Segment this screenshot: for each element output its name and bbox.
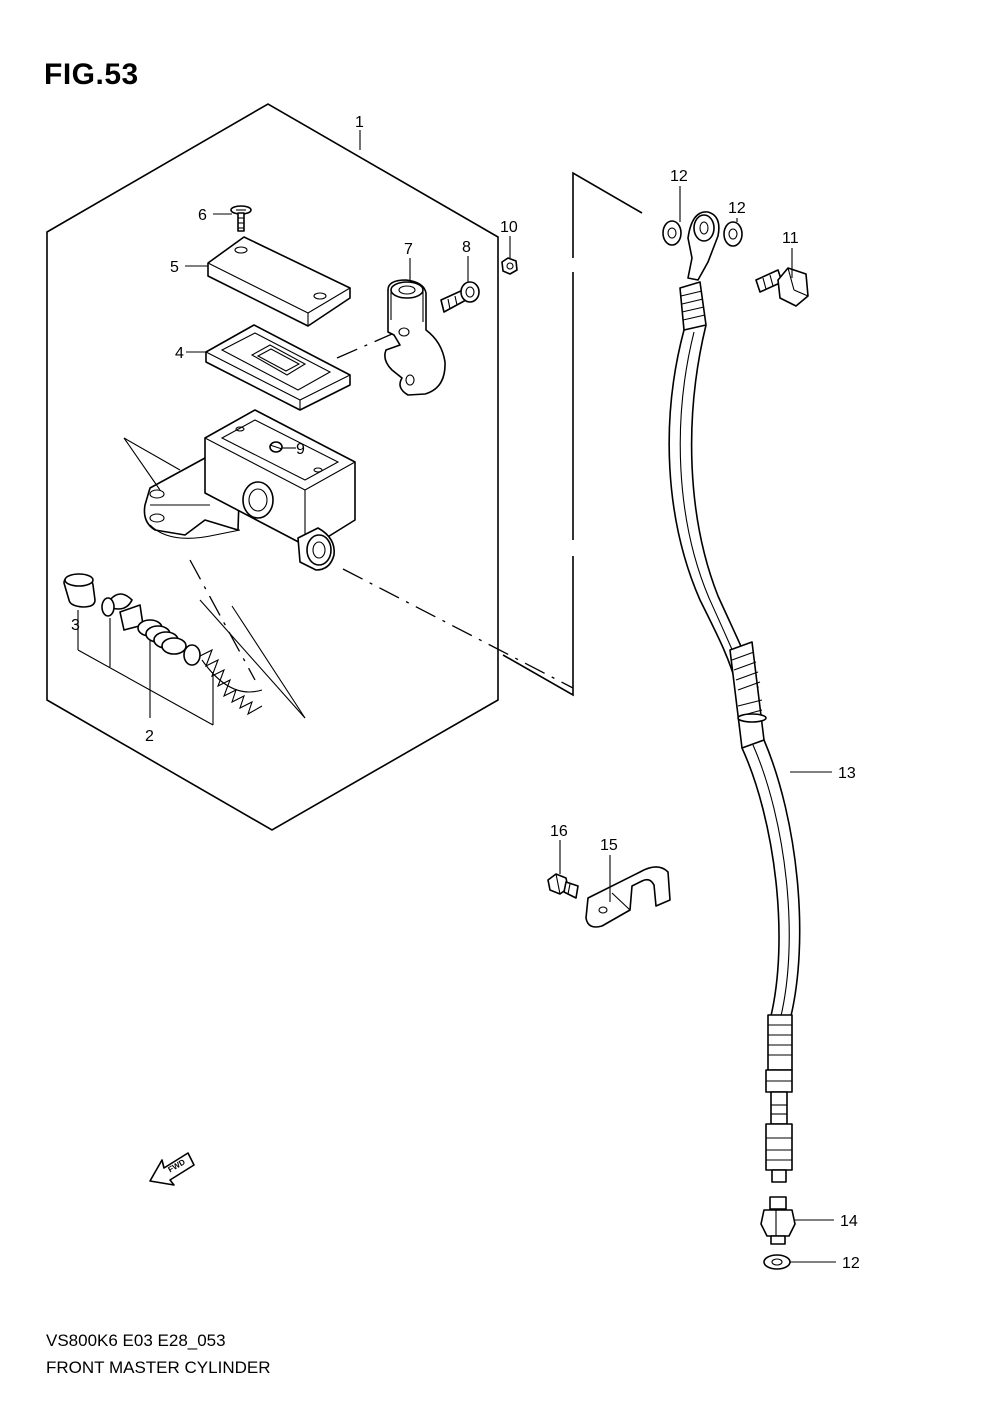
alignment-lines [189,333,574,689]
piston-kit-leaders [77,610,214,726]
callout-13: 13 [838,765,856,782]
fitting-part-14[interactable] [760,1196,796,1245]
callout-12-top-left: 12 [670,168,688,185]
piston-kit-part-2[interactable] [63,573,263,716]
washer-part-12-top-left[interactable] [662,220,682,246]
callout-14: 14 [840,1213,858,1230]
assembly-box-outline [46,103,499,831]
master-cylinder-body[interactable] [143,409,356,571]
figure-title: FIG.53 [44,58,139,91]
callout-1: 1 [355,114,364,131]
callout-9: 9 [296,441,305,458]
bolt-part-8[interactable] [440,281,480,313]
callout-10: 10 [500,219,518,236]
leader-lines [185,130,836,1263]
figure-code: VS800K6 E03 E28_053 [46,1331,226,1350]
figure-name: FRONT MASTER CYLINDER [46,1358,271,1377]
reservoir-cap-part-5[interactable] [207,236,351,327]
bolt-part-16[interactable] [547,873,579,899]
callout-numbers: 1 2 3 4 5 6 7 8 9 10 11 12 12 12 13 14 1… [71,114,860,1272]
assembly-bracket-outline [502,171,643,697]
callout-11: 11 [782,230,799,247]
callout-5: 5 [170,259,179,276]
clamp-part-15[interactable] [585,866,671,928]
nut-part-10[interactable] [501,257,518,275]
callout-6: 6 [198,207,207,224]
washer-part-12-bottom[interactable] [763,1254,791,1270]
callout-12-bottom: 12 [842,1255,860,1272]
callout-16: 16 [550,823,568,840]
callout-15: 15 [600,837,618,854]
connector-lines [123,437,306,719]
washer-part-12-top-right[interactable] [723,221,743,247]
fwd-arrow-icon: FWD [149,1152,195,1186]
callout-4: 4 [175,345,184,362]
callout-7: 7 [404,241,413,258]
callout-8: 8 [462,239,471,256]
screw-part-6[interactable] [230,205,252,232]
callout-2: 2 [145,728,154,745]
holder-clamp-part-7[interactable] [384,279,446,396]
union-bolt-part-11[interactable] [755,267,809,307]
diaphragm-part-4[interactable] [205,324,351,411]
callout-3: 3 [71,617,80,634]
plug-part-9[interactable] [269,441,283,453]
callout-12-top-right: 12 [728,200,746,217]
brake-hose-part-13[interactable] [668,211,801,1183]
